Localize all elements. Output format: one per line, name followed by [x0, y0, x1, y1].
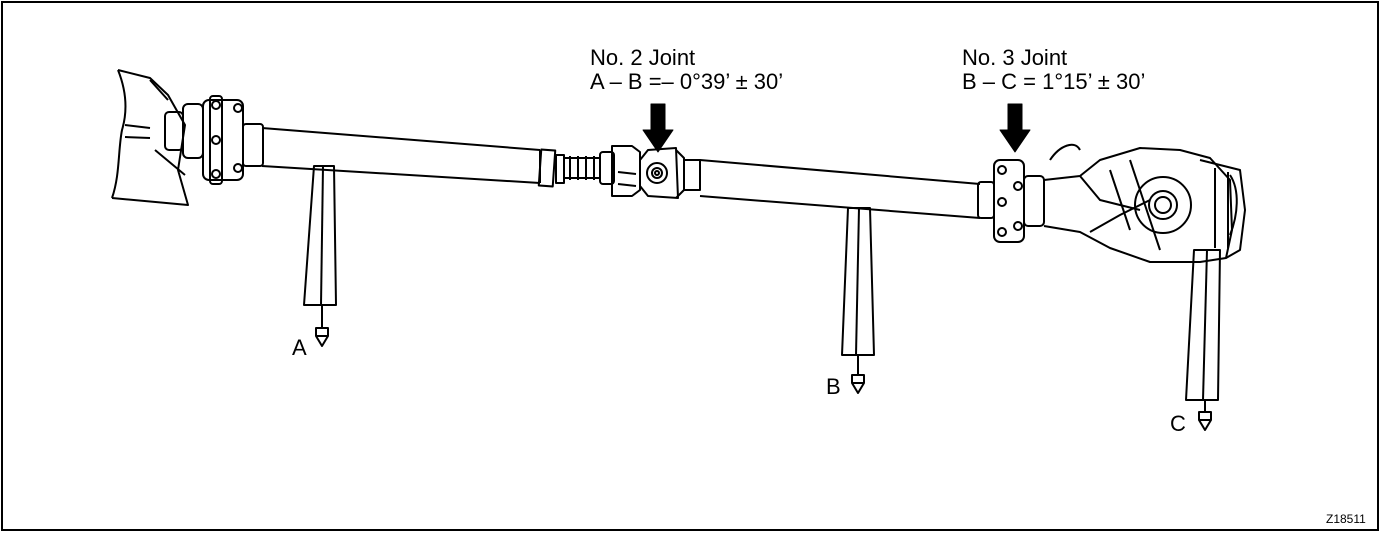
- no2-universal-joint: [599, 145, 701, 199]
- point-c-label: C: [1170, 411, 1186, 436]
- front-shaft-tube: [261, 127, 600, 188]
- differential-housing: [1043, 143, 1246, 263]
- arrow-no2-joint: [642, 103, 674, 153]
- front-flange: [164, 95, 264, 185]
- transmission-housing: [111, 69, 189, 206]
- no3-joint-title: No. 3 Joint: [962, 45, 1068, 70]
- arrow-no3-joint: [999, 103, 1031, 153]
- no3-joint-spec: B – C = 1°15’ ± 30’: [962, 69, 1146, 94]
- inclinometer-a: [303, 165, 337, 347]
- figure-id: Z18511: [1326, 512, 1366, 526]
- point-a-label: A: [292, 335, 307, 360]
- no2-joint-spec: A – B =– 0°39’ ± 30’: [590, 69, 784, 94]
- inclinometer-b: [841, 207, 875, 394]
- inclinometer-c: [1185, 249, 1221, 431]
- rear-shaft-tube: [699, 159, 981, 219]
- rear-flange: [977, 159, 1045, 243]
- no2-joint-title: No. 2 Joint: [590, 45, 696, 70]
- point-b-label: B: [826, 374, 841, 399]
